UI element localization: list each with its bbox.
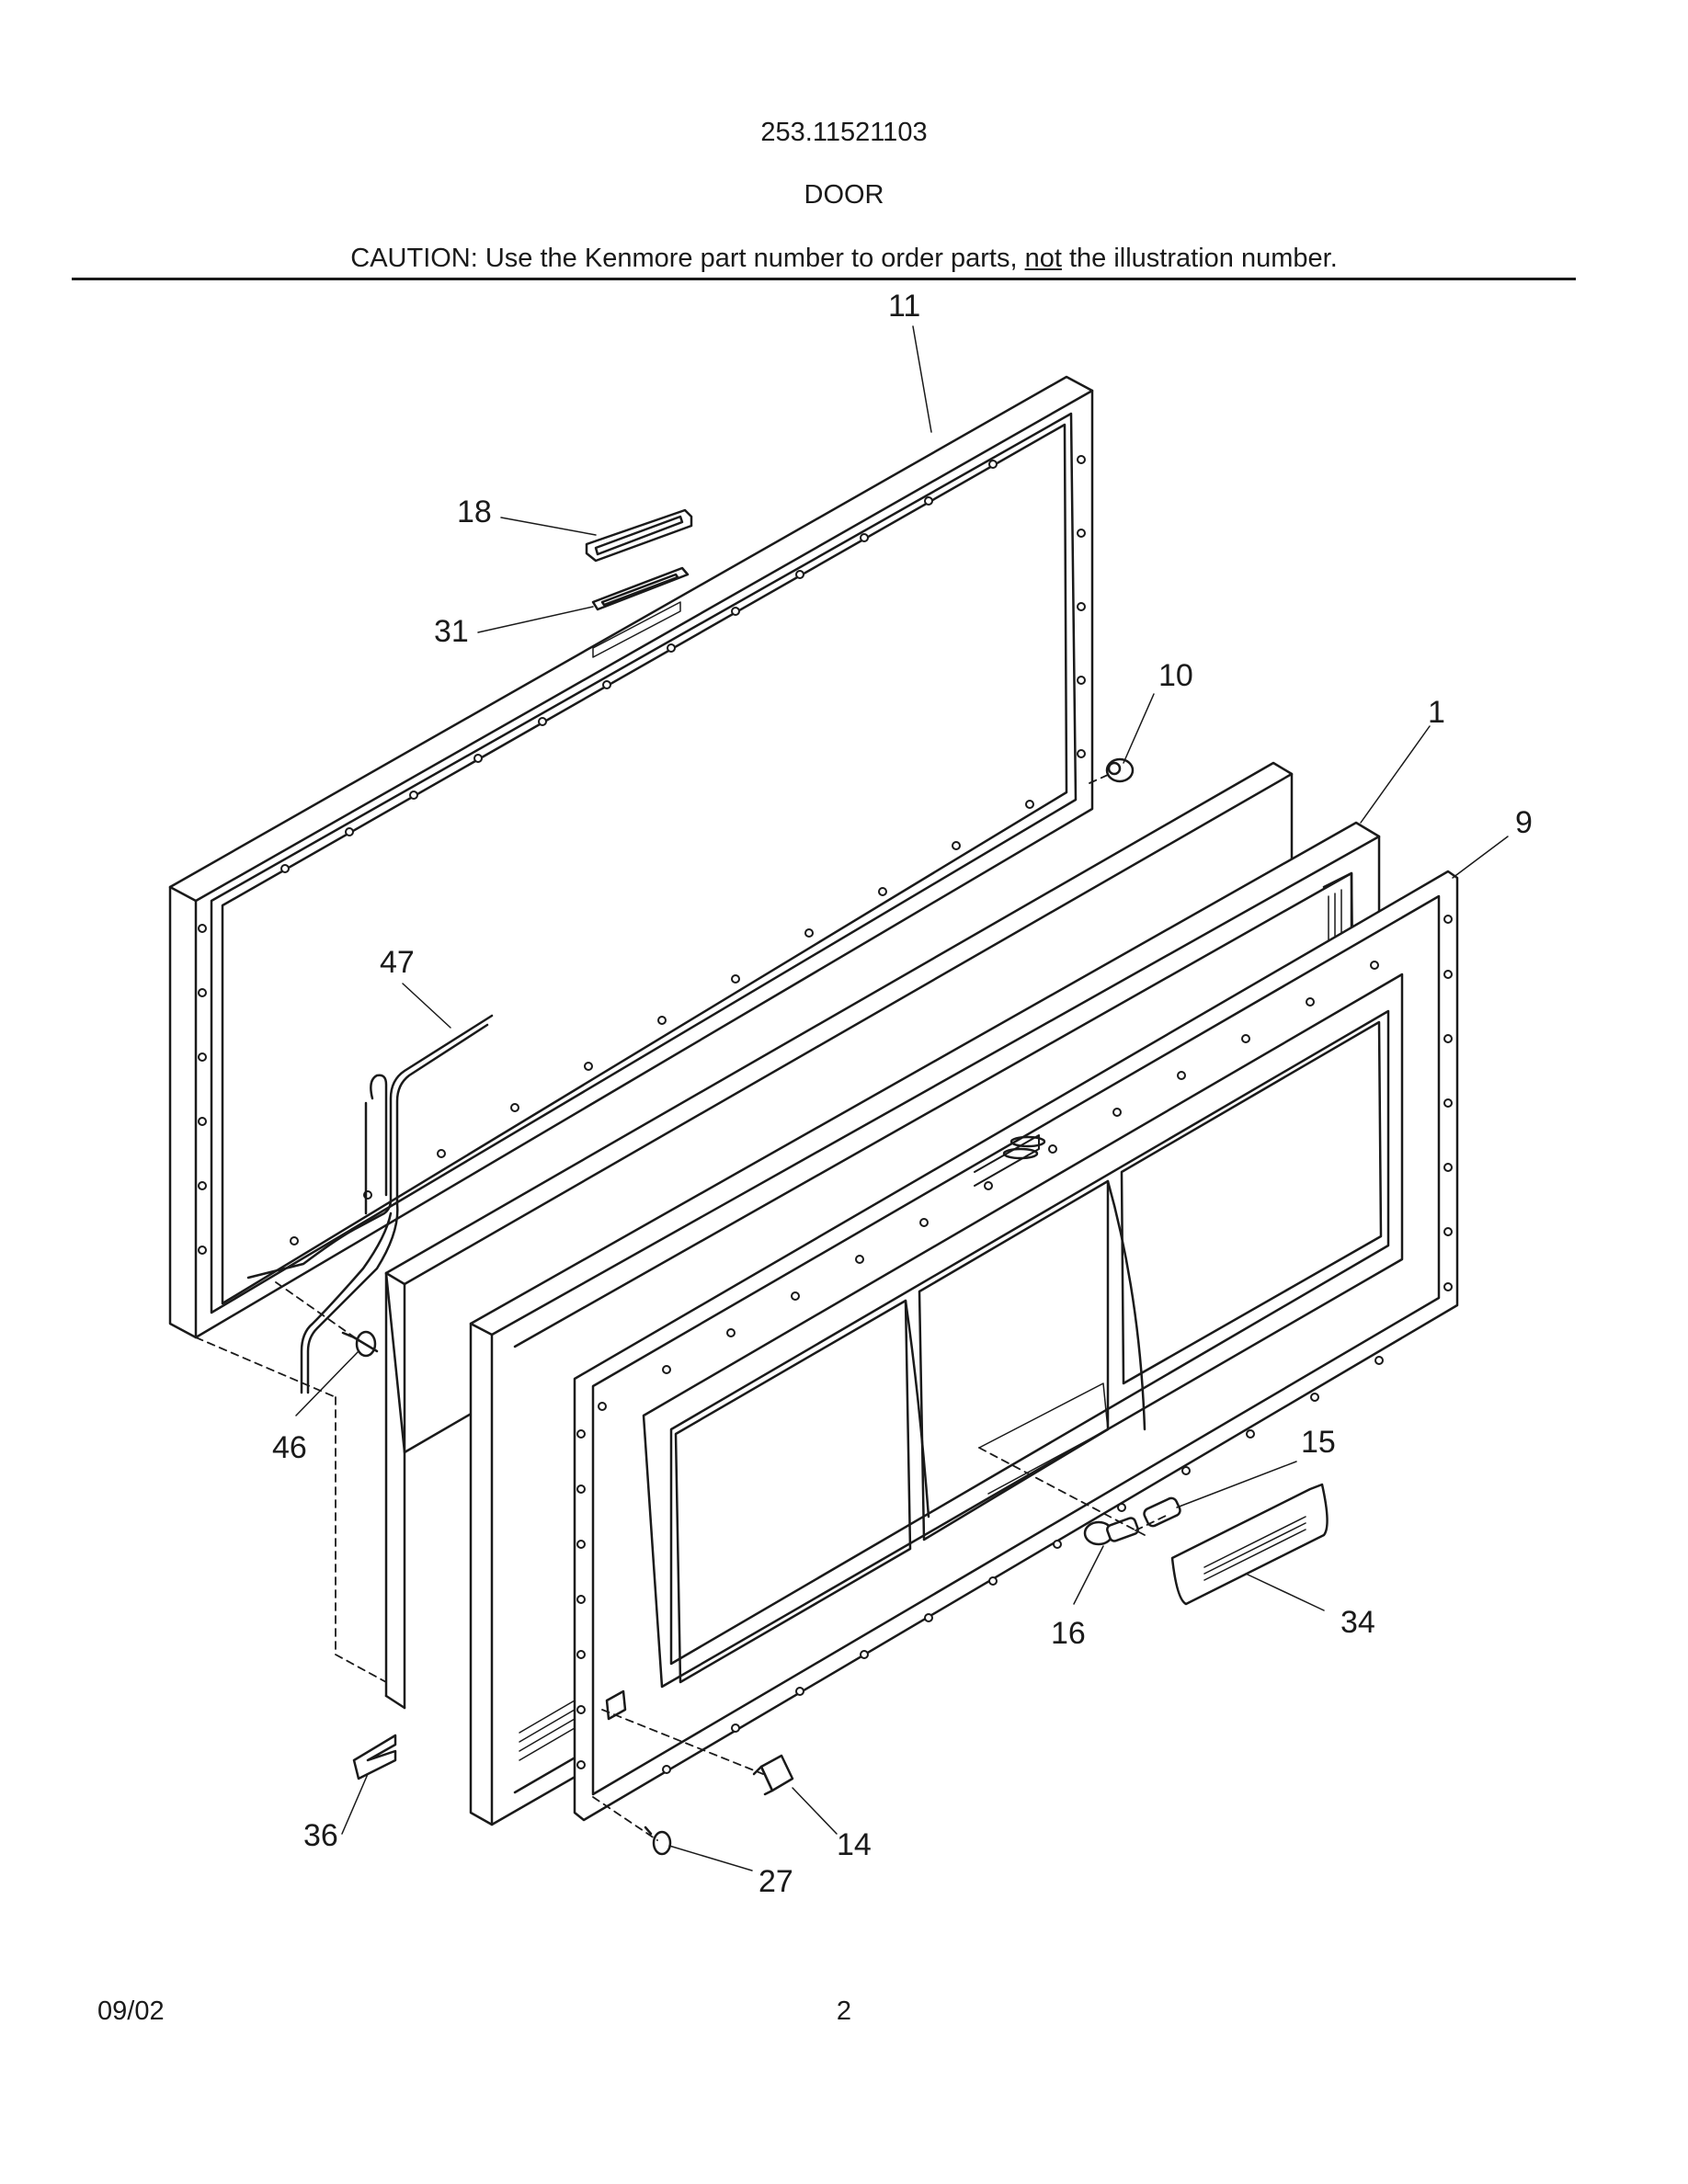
part-34-light-cover [1170, 1483, 1329, 1606]
callout-9: 9 [1515, 805, 1533, 840]
callout-10: 10 [1158, 658, 1193, 693]
part-11-gasket-frame [168, 375, 1094, 1339]
footer-page-number: 2 [836, 1996, 852, 2026]
header-rule [72, 278, 1576, 280]
part-46-clip [341, 1330, 379, 1358]
leader-lines [295, 325, 1509, 1871]
callout-27: 27 [758, 1864, 793, 1899]
section-title: DOOR [804, 180, 884, 210]
caution-note: CAUTION: Use the Kenmore part number to … [0, 244, 1688, 274]
part-10-bumper [1105, 757, 1135, 783]
callout-31: 31 [434, 614, 469, 649]
callout-16: 16 [1051, 1616, 1086, 1651]
part-16-socket [1083, 1517, 1139, 1546]
part-18-light-lens [585, 508, 693, 563]
part-27-screw [644, 1826, 672, 1856]
caution-suffix: the illustration number. [1061, 244, 1338, 273]
callout-47: 47 [380, 945, 415, 980]
footer-date: 09/02 [97, 1996, 165, 2026]
callout-36: 36 [303, 1818, 338, 1853]
callout-18: 18 [457, 495, 492, 529]
callout-46: 46 [272, 1430, 307, 1465]
caution-prefix: CAUTION: Use the Kenmore part number to … [350, 244, 1025, 273]
callout-34: 34 [1340, 1605, 1375, 1640]
part-31-lens-gasket [591, 566, 690, 611]
part-14-switch [752, 1754, 794, 1796]
callout-14: 14 [837, 1827, 872, 1862]
part-47-wire [246, 1014, 494, 1394]
callout-11: 11 [888, 289, 921, 324]
caution-emphasis: not [1024, 244, 1062, 273]
assembly-lines [195, 774, 1169, 1841]
part-9-inner-liner [573, 870, 1459, 1822]
part-36-clip [352, 1734, 397, 1780]
callout-15: 15 [1301, 1425, 1336, 1460]
callout-1: 1 [1428, 695, 1445, 730]
model-number: 253.11521103 [760, 118, 928, 147]
part-15-plunger [1143, 1496, 1181, 1528]
